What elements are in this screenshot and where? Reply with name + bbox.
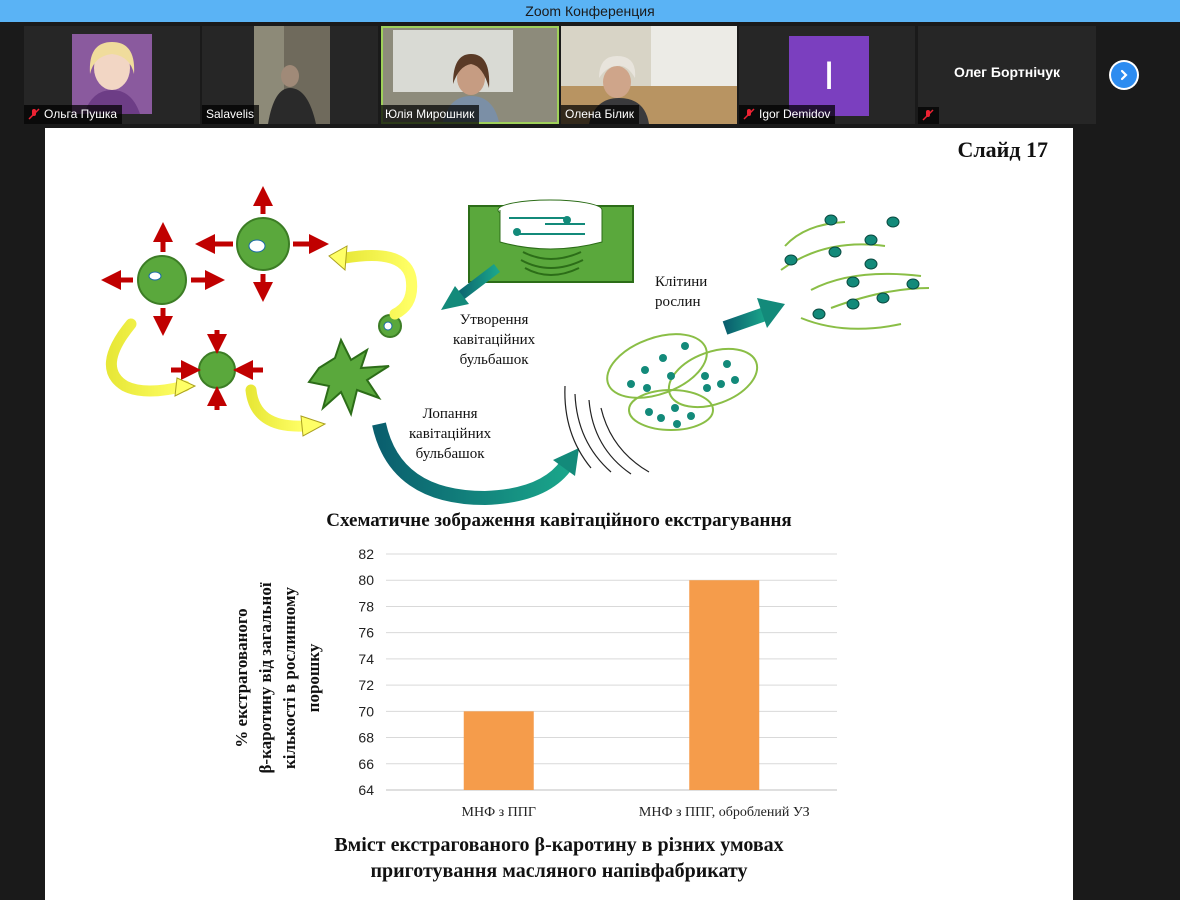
y-axis-label: % екстрагованого β-каротину від загальної… [232,582,323,773]
bubble-expanding-2 [236,217,290,271]
bar [463,711,534,790]
participant-name-tag: Юлія Мирошник [381,105,480,124]
participant-name-tag: Ольга Пушка [24,105,123,124]
y-axis-label-line: кількості в рослинному [280,586,299,769]
participant-tile-2[interactable]: Salavelis [202,26,378,124]
chart-caption-line-2: приготування масляного напівфабрикату [370,860,748,882]
bubble-expanding-1 [137,255,187,305]
y-tick-label: 64 [358,782,374,798]
participant-tile-3-active-speaker[interactable]: Юлія Мирошник [381,26,559,124]
label-bubble-formation: Утворення кавітаційних бульбашок [453,312,536,368]
label-plant-cells: Клітини рослин [655,274,708,310]
label-bubble-burst: Лопання кавітаційних бульбашок [409,406,492,462]
chevron-right-icon [1111,62,1137,88]
chart-caption-line-1: Вміст екстрагованого β-каротину в різних… [334,834,784,856]
y-axis-label-line: порошку [304,643,323,712]
participant-tile-4[interactable]: Олена Білик [561,26,737,124]
y-tick-label: 72 [358,677,374,693]
y-tick-label: 78 [358,598,374,614]
participant-name-tag: Igor Demidov [739,105,836,124]
y-tick-label: 80 [358,572,374,588]
participant-name-tag: Salavelis [202,105,260,124]
y-tick-label: 76 [358,625,374,641]
participant-tile-5[interactable]: I Igor Demidov [739,26,915,124]
y-tick-label: 82 [358,546,374,562]
y-tick-label: 74 [358,651,374,667]
x-tick-label: МНФ з ППГ, оброблений УЗ [639,805,810,820]
participant-name-center: Олег Бортнічук [953,64,1061,80]
burst-bubble [307,337,390,418]
y-tick-label: 70 [358,703,374,719]
avatar-initial: I [789,36,869,116]
participant-tile-1[interactable]: Ольга Пушка [24,26,200,124]
y-tick-label: 66 [358,756,374,772]
participant-strip: Ольга Пушка Salavelis Юлія Мирошник [0,22,1180,128]
participant-name-tag: Олена Білик [561,105,640,124]
bar [689,580,760,790]
video-feed [254,26,330,124]
chart-caption: Вміст екстрагованого β-каротину в різних… [45,832,1073,884]
x-tick-label: МНФ з ППГ [462,805,536,820]
next-page-button[interactable] [1109,60,1139,90]
mic-muted-icon [922,109,934,121]
participant-name-tag [918,107,939,124]
y-axis-label-line: % екстрагованого [232,608,251,747]
plant-cells [606,333,759,431]
shared-slide: Слайд 17 [45,128,1073,900]
y-tick-label: 68 [358,730,374,746]
mic-muted-icon [743,108,755,120]
participant-tile-6[interactable]: Олег Бортнічук [918,26,1096,124]
diagram-caption: Схематичне зображення кавітаційного екст… [326,510,792,531]
mic-muted-icon [28,108,40,120]
y-axis-label-line: β-каротину від загальної [256,582,275,773]
avatar [72,34,152,114]
cavitation-diagram [101,186,930,506]
slide-number: Слайд 17 [957,137,1048,162]
window-title: Zoom Конференция [0,0,1180,22]
